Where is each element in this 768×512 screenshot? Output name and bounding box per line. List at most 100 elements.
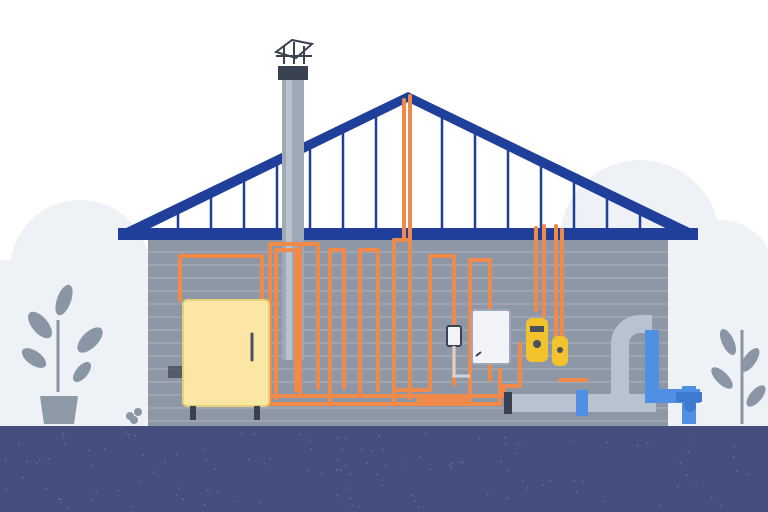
ground-speck — [573, 479, 575, 482]
ground-speck — [658, 504, 660, 507]
ground-speck — [519, 444, 521, 446]
ground-speck — [134, 435, 137, 437]
water-heater-tank — [168, 299, 270, 420]
ground-speck — [381, 484, 384, 487]
ground-speck — [58, 498, 61, 500]
ground-speck — [21, 476, 24, 479]
ground-speck — [176, 453, 178, 456]
ground-speck — [378, 435, 381, 437]
ground-speck — [217, 490, 220, 493]
shrub — [126, 408, 142, 424]
ground-speck — [45, 487, 48, 490]
ground-speck — [298, 433, 301, 436]
ground-speck — [142, 454, 144, 456]
control-panel — [471, 309, 511, 365]
ground-speck — [5, 488, 8, 491]
ground-speck — [720, 504, 722, 507]
ground-speck — [351, 504, 353, 507]
ground-speck — [404, 463, 407, 465]
ground-speck — [140, 481, 142, 483]
ground-speck — [26, 460, 28, 463]
ground-speck — [542, 484, 544, 486]
ground-speck — [685, 474, 688, 477]
ground-speck — [204, 503, 206, 506]
ground-speck — [462, 461, 464, 464]
ground-speck — [178, 487, 180, 490]
ground-speck — [87, 449, 90, 452]
ground-speck — [130, 506, 132, 508]
ground-speck — [679, 462, 682, 465]
ground-speck — [429, 468, 432, 470]
ground-speck — [67, 506, 70, 509]
ground-speck — [205, 458, 207, 461]
ground-speck — [582, 480, 584, 483]
ground-speck — [175, 494, 178, 496]
potted-plant — [21, 284, 103, 424]
ground-speck — [487, 494, 489, 496]
potted-plant-right — [711, 329, 766, 424]
ground-speck — [269, 457, 271, 460]
ground-speck — [575, 490, 578, 493]
water-main-valve — [645, 330, 702, 424]
ground-speck — [48, 458, 50, 460]
ground-speck — [117, 489, 119, 492]
ground-speck — [526, 487, 528, 489]
ground-speck — [603, 500, 606, 503]
ground-speck — [17, 442, 20, 445]
ground-speck — [505, 442, 507, 445]
ground-speck — [308, 470, 310, 472]
ground-speck — [636, 444, 639, 447]
ground-speck — [711, 496, 713, 499]
ground-speck — [646, 442, 649, 444]
ground-speck — [507, 469, 510, 471]
ground-speck — [515, 443, 517, 445]
ground-speck — [606, 441, 608, 444]
ground-speck — [384, 464, 387, 467]
ground-speck — [336, 459, 339, 462]
ground-speck — [258, 501, 261, 504]
ground-speck — [152, 471, 155, 473]
ground-speck — [128, 434, 131, 436]
ground-speck — [241, 432, 243, 435]
ground-speck — [91, 465, 94, 467]
ground-speck — [206, 489, 209, 492]
ground-speck — [345, 464, 348, 467]
ground-speck — [336, 494, 338, 497]
ground-speck — [247, 458, 250, 461]
ground-speck — [202, 449, 204, 451]
wall-thermostat — [446, 325, 470, 378]
ground-speck — [413, 500, 416, 502]
ground-speck — [425, 433, 427, 435]
ground-speck — [349, 497, 352, 500]
ground-speck — [504, 437, 506, 439]
chimney-cap — [273, 38, 315, 64]
ground-speck — [345, 487, 348, 490]
ground-speck — [345, 438, 347, 440]
ground-speck — [213, 468, 216, 470]
ground-speck — [164, 461, 166, 463]
drain-pipe — [504, 315, 656, 416]
ground-speck — [103, 448, 106, 450]
ground-speck — [360, 449, 363, 451]
ground-speck — [349, 473, 352, 475]
ground-speck — [62, 432, 64, 435]
ground — [0, 426, 768, 512]
ground-speck — [95, 491, 97, 494]
ground-speck — [732, 455, 735, 458]
ground-speck — [253, 433, 255, 435]
ground-speck — [695, 482, 697, 485]
ground-speck — [676, 486, 679, 488]
copper-pipes — [178, 94, 588, 406]
ground-speck — [736, 470, 738, 472]
ground-speck — [321, 473, 323, 475]
ground-speck — [263, 462, 266, 465]
ground-speck — [733, 445, 735, 448]
ground-texture — [4, 431, 748, 509]
ground-speck — [417, 506, 420, 509]
ground-speck — [335, 468, 338, 471]
ground-speck — [309, 439, 311, 442]
roof-rafters — [143, 114, 642, 232]
ground-speck — [310, 448, 312, 450]
